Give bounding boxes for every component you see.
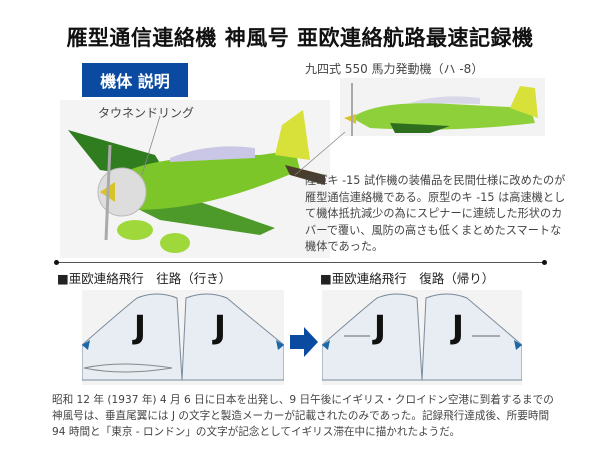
tail-letter: J	[214, 308, 226, 346]
fuselage	[352, 103, 535, 130]
landing-gear-right	[160, 233, 190, 253]
page-title: 雁型通信連絡機 神風号 亜欧連絡航路最速記録機	[66, 26, 534, 50]
leader-line	[141, 115, 161, 176]
divider-dot	[542, 260, 547, 265]
tail-letter: J	[134, 308, 146, 346]
side-plane-illustration	[344, 83, 538, 136]
side-plane-panel	[340, 78, 545, 136]
divider	[56, 262, 546, 263]
main-plane-panel	[60, 100, 330, 258]
propeller	[104, 144, 112, 241]
canopy	[170, 146, 255, 162]
footer-paragraph: 昭和 12 年 (1937 年) 4 月 6 日に日本を出発し、9 日午後にイギ…	[52, 394, 554, 438]
outbound-heading: ■亜欧連絡飛行 往路（行き）	[57, 271, 232, 286]
outbound-tails: J J	[81, 290, 285, 385]
fuselage	[120, 150, 300, 210]
tail-letter: J	[374, 308, 386, 346]
tailplane	[285, 165, 325, 185]
tail-fin	[510, 86, 538, 118]
wing	[390, 123, 450, 133]
return-heading: ■亜欧連絡飛行 復路（帰り）	[320, 271, 495, 286]
tail-fin	[275, 110, 310, 160]
divider-dot	[54, 260, 59, 265]
main-plane-illustration	[68, 110, 325, 253]
cowling-label: タウネンドリング	[98, 106, 195, 120]
arrow-right-icon	[290, 327, 318, 357]
aircraft-description: 陸軍キ -15 試作機の装備品を民間仕様に改めたのが雁型通信連絡機である。原型の…	[305, 174, 566, 253]
tail-letter: J	[452, 308, 464, 346]
landing-gear-left	[117, 220, 153, 240]
canopy	[410, 96, 480, 104]
return-tails: J J	[321, 290, 523, 385]
section-badge: 機体 説明	[82, 63, 188, 97]
leader-line	[294, 131, 346, 176]
spinner	[344, 114, 356, 124]
tail-left	[81, 293, 285, 381]
engine-label: 九四式 550 馬力発動機（ハ -8）	[305, 62, 484, 76]
tail-right	[321, 293, 523, 381]
